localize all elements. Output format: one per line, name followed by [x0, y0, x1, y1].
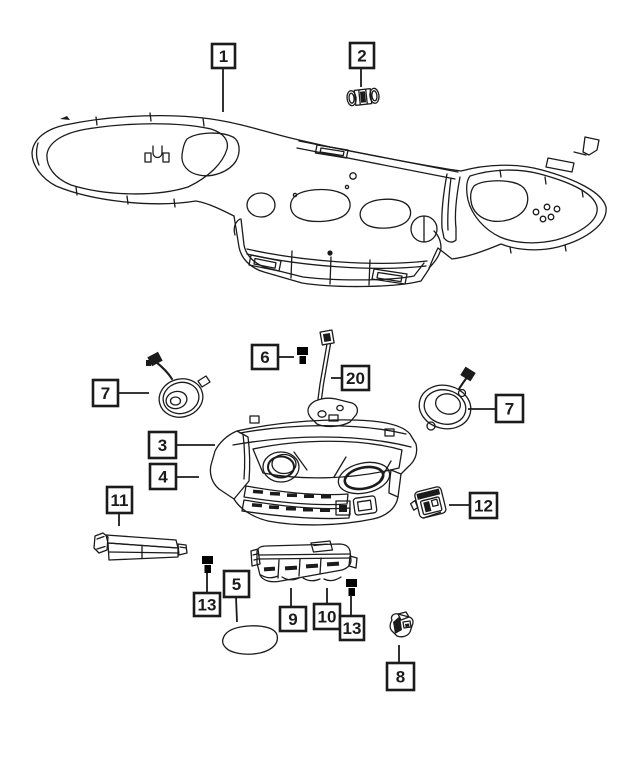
callout-number-11: 11 — [111, 491, 129, 510]
callout-leader-5 — [235, 596, 238, 623]
callout-4: 4 — [148, 462, 199, 491]
fastener-13-left-art — [202, 556, 213, 573]
callout-10: 10 — [312, 588, 342, 631]
callout-number-7-right: 7 — [505, 400, 514, 419]
callout-number-8: 8 — [396, 668, 405, 687]
callout-12: 12 — [449, 491, 499, 520]
callout-number-7-left: 7 — [101, 384, 110, 403]
fastener-6-art — [297, 347, 308, 364]
speaker-right-art — [418, 366, 476, 431]
callout-5: 5 — [222, 569, 251, 623]
callout-2: 2 — [348, 41, 376, 87]
retainer-clip-art — [346, 87, 380, 107]
callout-20: 20 — [331, 364, 371, 392]
callout-6: 6 — [250, 343, 294, 371]
sensor-8-art — [389, 611, 414, 638]
bracket-detail-icon — [144, 145, 170, 163]
callout-number-12: 12 — [474, 497, 493, 516]
callout-3: 3 — [147, 430, 215, 460]
speaker-left-art — [146, 351, 211, 418]
mic-assembly-20-art — [307, 329, 359, 428]
callout-8: 8 — [385, 645, 416, 692]
headliner-panel-art — [31, 112, 607, 288]
storage-bin-art — [93, 532, 188, 561]
callout-box-7-right — [494, 393, 525, 424]
callout-box-10 — [312, 602, 342, 631]
callout-1: 1 — [210, 42, 237, 112]
callout-box-7-left — [91, 378, 120, 408]
callout-13-right: 13 — [338, 595, 366, 642]
switch-12-art — [409, 486, 447, 519]
fastener-13-right-art — [346, 579, 357, 596]
switch-pod-art — [250, 540, 358, 583]
callout-number-6: 6 — [260, 348, 269, 367]
callout-number-10: 10 — [318, 608, 337, 627]
callout-box-13-left — [192, 591, 222, 618]
callout-box-8 — [385, 661, 416, 692]
callout-number-4: 4 — [158, 468, 168, 487]
callout-box-6 — [250, 343, 280, 371]
callout-box-20 — [340, 364, 371, 392]
lens-art — [221, 625, 279, 655]
callout-7-left: 7 — [91, 378, 149, 408]
callout-box-2 — [348, 41, 376, 70]
callout-number-5: 5 — [232, 575, 241, 594]
callout-11: 11 — [105, 485, 134, 526]
callout-box-12 — [468, 491, 499, 520]
callout-box-1 — [210, 42, 237, 70]
callout-number-13-right: 13 — [343, 619, 362, 638]
callout-box-4 — [148, 462, 178, 491]
callout-number-3: 3 — [158, 436, 167, 455]
diagram-art — [31, 87, 607, 655]
callout-number-20: 20 — [346, 369, 365, 388]
callout-number-1: 1 — [219, 47, 228, 66]
callout-box-11 — [105, 485, 134, 515]
callout-box-13-right — [338, 614, 366, 642]
callout-13-left: 13 — [192, 573, 222, 618]
callout-box-9 — [278, 605, 308, 633]
callout-number-2: 2 — [357, 47, 366, 66]
callout-9: 9 — [278, 588, 308, 633]
overhead-console-art — [209, 415, 418, 526]
callout-7-right: 7 — [468, 393, 525, 424]
callout-box-5 — [222, 569, 251, 599]
callout-box-3 — [147, 430, 178, 460]
callout-number-9: 9 — [288, 610, 297, 629]
callout-number-13-left: 13 — [198, 596, 217, 615]
